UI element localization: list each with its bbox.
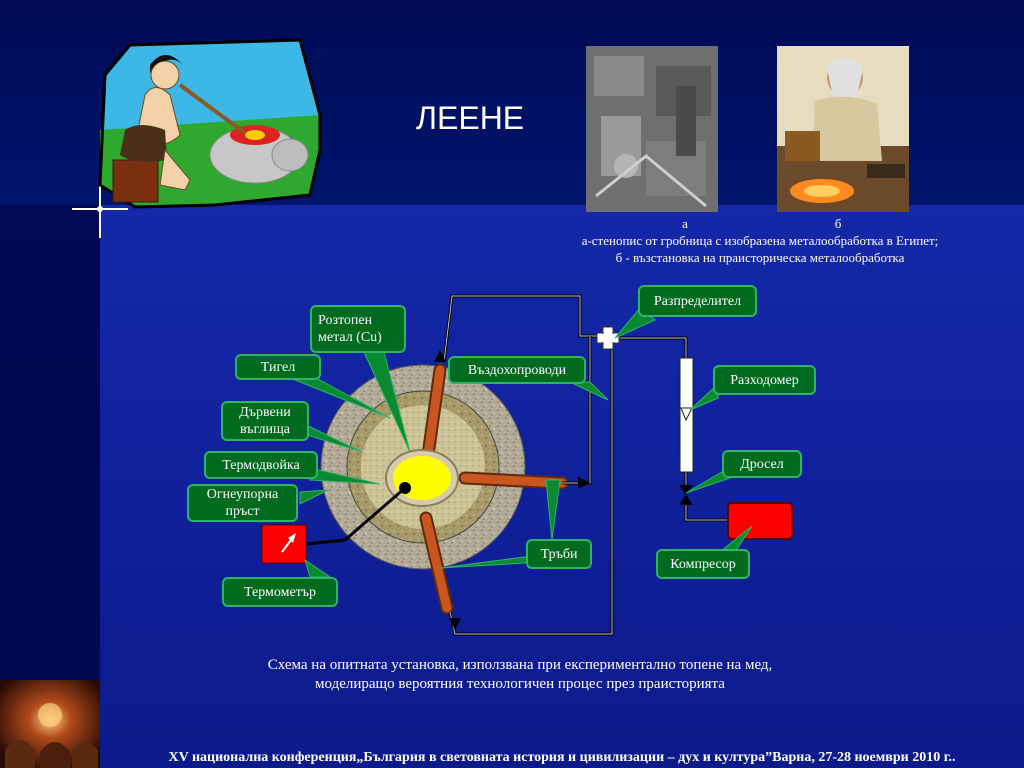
conference-footer: XV национална конференция„България в све… <box>168 750 956 765</box>
label-distributor: Разпределител <box>638 285 757 317</box>
conference-logo-thumbnail <box>0 680 100 768</box>
pipe-bottom <box>421 513 452 613</box>
photo-label-a: а <box>682 216 688 231</box>
slide-title: ЛЕЕНЕ <box>416 100 525 136</box>
flowmeter-tube <box>679 357 694 473</box>
label-compressor: Компресор <box>656 549 750 579</box>
sparkle-icon <box>72 182 128 238</box>
label-molten-metal: Розтопен метал (Cu) <box>310 305 406 353</box>
label-thermometer: Термометър <box>222 577 338 607</box>
tomb-painting-photo <box>586 46 718 212</box>
left-panel <box>0 205 100 768</box>
label-air-ducts: Въздохопроводи <box>448 356 586 384</box>
label-pipes: Тръби <box>526 539 592 569</box>
thermometer-box <box>261 524 307 564</box>
description-line-2: моделиращо вероятния технологичен процес… <box>315 676 725 692</box>
compressor-box <box>727 502 793 540</box>
pipe-top <box>423 365 445 460</box>
label-refractory-soil: Огнеупорна пръст <box>187 484 298 522</box>
label-charcoal: Дървени въглища <box>221 401 309 441</box>
photo-caption-line-2: б - възстановка на праисторическа метало… <box>615 250 905 265</box>
throttle-valve <box>679 485 693 495</box>
photo-caption-line-1: а-стенопис от гробница с изобразена мета… <box>581 233 939 248</box>
reconstruction-photo <box>777 46 909 212</box>
description-line-1: Схема на опитната установка, използвана … <box>267 657 773 673</box>
label-flowmeter: Разходомер <box>713 365 816 395</box>
molten-metal <box>393 456 451 500</box>
photo-label-b: б <box>834 216 842 231</box>
label-thermocouple: Термодвойка <box>204 451 318 479</box>
label-crucible: Тигел <box>235 354 321 380</box>
label-throttle: Дросел <box>722 450 802 478</box>
caveman-casting-illustration <box>98 38 322 209</box>
diagram-description: Схема на опитната установка, използвана … <box>160 656 880 694</box>
